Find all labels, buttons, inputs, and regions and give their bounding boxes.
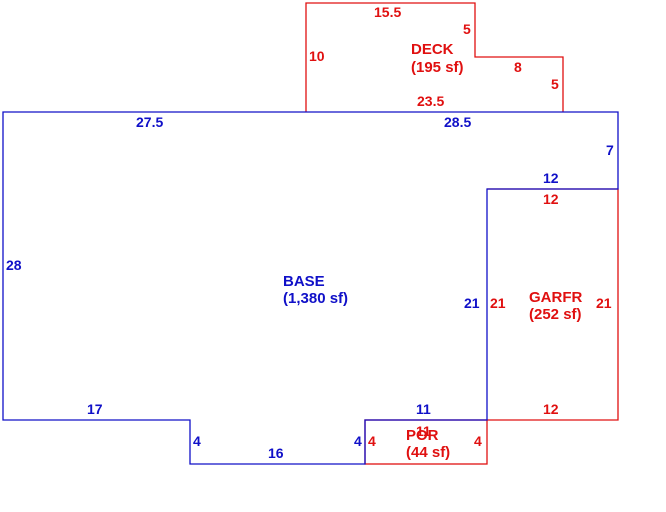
base-dim-top-right: 28.5 [444,114,471,130]
base-sqft: (1,380 sf) [283,290,348,307]
porch-dim-top: 11 [416,423,431,439]
garage-name: GARFR [529,289,582,306]
porch-name: POR [406,427,439,444]
deck-dim-step-over: 8 [514,59,522,75]
base-dim-lower-left: 17 [87,401,103,417]
base-dim-left: 28 [6,257,22,273]
base-dim-notch-bottom: 11 [416,401,431,417]
deck-dim-left: 10 [309,48,325,64]
deck-dim-step-down: 5 [463,21,471,37]
deck-dim-top: 15.5 [374,4,401,20]
deck-dim-bottom: 23.5 [417,93,444,109]
deck-dim-right: 5 [551,76,559,92]
base-dim-notch-top: 12 [543,170,559,186]
deck-outline [305,2,564,112]
garage-sqft: (252 sf) [529,306,582,323]
base-dim-top-left: 27.5 [136,114,163,130]
base-dim-step-left: 4 [193,433,201,449]
deck-sqft: (195 sf) [411,59,464,76]
porch-dim-right: 4 [474,433,482,449]
base-dim-step-right: 4 [354,433,362,449]
base-dim-bottom: 16 [268,445,284,461]
garage-dim-top: 12 [543,191,559,207]
garage-dim-right: 21 [596,295,612,311]
garage-dim-left: 21 [490,295,506,311]
porch-sqft: (44 sf) [406,444,450,461]
garage-dim-bottom: 12 [543,401,559,417]
base-dim-right-upper: 7 [606,142,614,158]
deck-name: DECK [411,41,454,58]
base-outline [2,111,619,465]
base-dim-notch-side: 21 [464,295,480,311]
base-name: BASE [283,273,325,290]
porch-dim-left: 4 [368,433,376,449]
